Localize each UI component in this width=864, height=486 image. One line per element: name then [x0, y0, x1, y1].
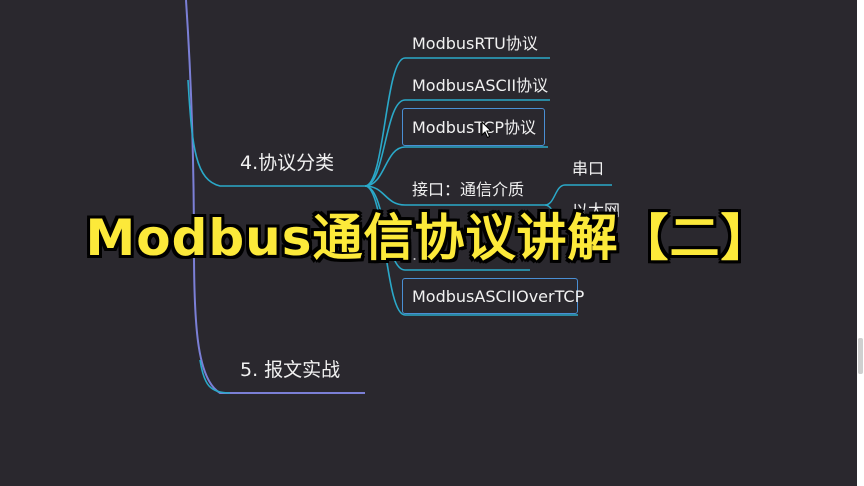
link-interface	[364, 185, 545, 206]
node-modbus-ascii[interactable]: ModbusASCII协议	[412, 76, 549, 95]
node-ethernet[interactable]: 以太网	[572, 201, 621, 220]
node-partial-hidden[interactable]: ...v	[412, 245, 437, 264]
video-title-overlay: Modbus通信协议讲解【二】	[85, 209, 772, 267]
scrollbar-track[interactable]	[857, 0, 864, 486]
node-interface[interactable]: 接口：通信介质	[412, 180, 525, 199]
node-modbus-tcp[interactable]: ModbusTCP协议	[412, 118, 537, 137]
link-partial	[364, 185, 530, 271]
node-practice[interactable]: 5. 报文实战	[240, 359, 341, 381]
branch-to-protocol-category	[187, 79, 365, 187]
link-ethernet	[544, 204, 612, 229]
link-ascii	[364, 99, 550, 187]
link-ascii-over-tcp	[364, 185, 578, 316]
node-serial-port[interactable]: 串口	[572, 159, 605, 178]
node-ascii-over-tcp[interactable]: ModbusASCIIOverTCP	[412, 287, 585, 306]
trunk-line	[185, 0, 365, 394]
node-ascii-over-tcp-box[interactable]	[402, 278, 578, 314]
link-rtu	[364, 57, 550, 187]
mouse-pointer-icon	[481, 121, 493, 139]
link-tcp	[364, 146, 548, 187]
node-modbus-tcp-box[interactable]	[402, 108, 545, 146]
scrollbar-thumb[interactable]	[858, 338, 863, 374]
branch-to-practice	[199, 359, 231, 394]
link-serial	[544, 184, 612, 206]
node-protocol-category[interactable]: 4.协议分类	[240, 152, 335, 174]
node-modbus-rtu[interactable]: ModbusRTU协议	[412, 34, 538, 53]
